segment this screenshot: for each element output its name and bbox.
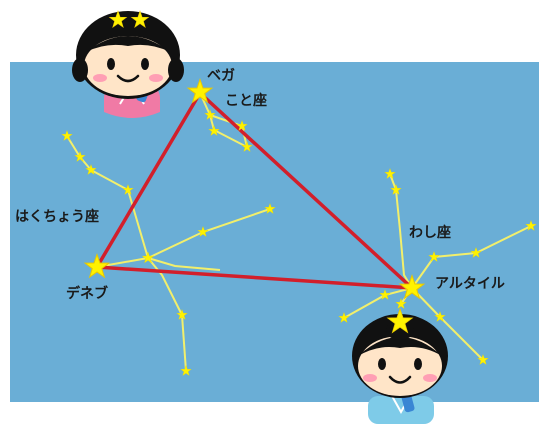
cygnus-label: はくちょう座 (15, 209, 99, 225)
hikoboshi-prince-icon (352, 308, 448, 424)
vega-label: ベガ (207, 68, 235, 84)
lyra-label: こと座 (225, 93, 267, 109)
aquila-label: わし座 (409, 225, 451, 241)
orihime-princess-icon (72, 10, 184, 118)
summer-triangle (95, 91, 414, 290)
night-sky-panel (10, 62, 539, 402)
deneb-label: デネブ (66, 286, 108, 302)
altair-label: アルタイル (435, 276, 505, 292)
